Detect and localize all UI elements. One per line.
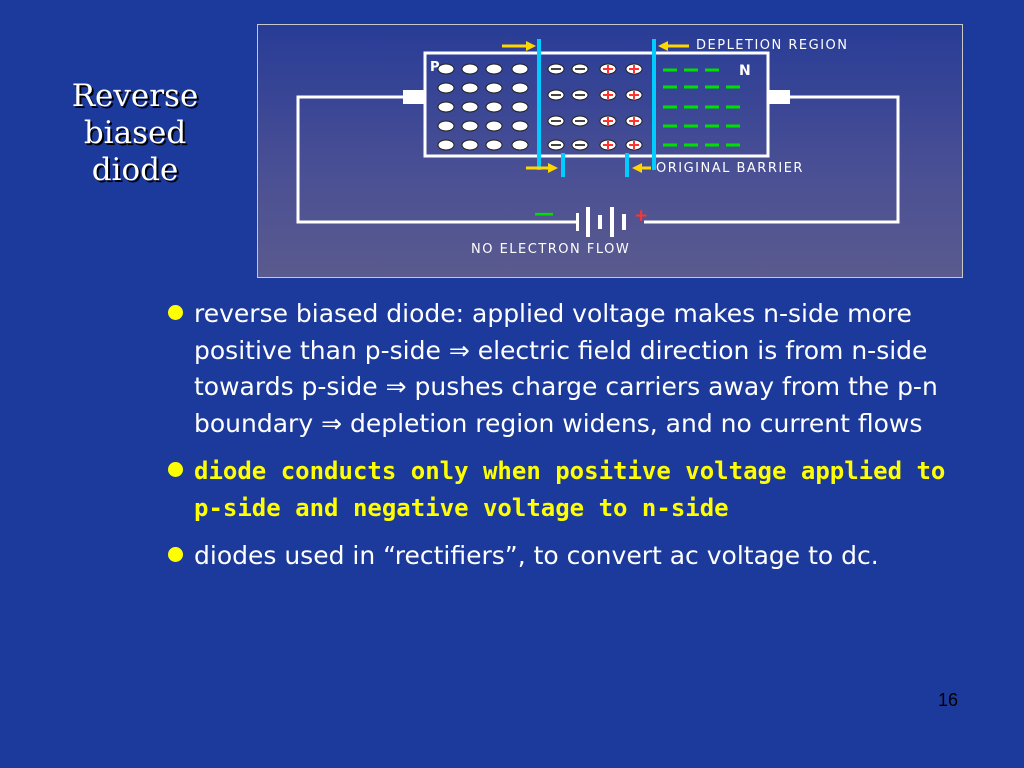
battery-minus: — xyxy=(534,201,554,225)
page-number: 16 xyxy=(938,690,959,710)
battery-plus: + xyxy=(634,206,648,226)
depletion-arrows xyxy=(502,41,689,51)
bullet-rectifiers: diodes used in “rectifiers”, to convert … xyxy=(162,538,952,575)
battery-icon xyxy=(576,207,626,237)
diode-body xyxy=(423,51,770,158)
bullet-text: diode conducts only when positive voltag… xyxy=(194,457,946,522)
n-label: N xyxy=(739,63,751,79)
free-electrons xyxy=(663,68,740,147)
original-barrier-label: ORIGINAL BARRIER xyxy=(656,161,804,176)
circuit-wires xyxy=(296,95,900,224)
p-terminal xyxy=(403,90,425,104)
bullet-dot-icon xyxy=(168,305,183,320)
title-line-2: biased xyxy=(83,115,187,151)
bullet-text: diodes used in “rectifiers”, to convert … xyxy=(194,541,879,570)
original-barrier-lines xyxy=(561,153,629,177)
bullet-dot-icon xyxy=(168,547,183,562)
no-electron-flow-label: NO ELECTRON FLOW xyxy=(471,242,630,257)
depletion-boundaries xyxy=(537,39,656,170)
bullet-dot-icon xyxy=(168,462,183,477)
positive-ions xyxy=(599,63,643,151)
holes xyxy=(437,63,529,151)
barrier-arrows xyxy=(526,163,651,173)
title-line-1: Reverse xyxy=(71,78,199,114)
depletion-region-label: DEPLETION REGION xyxy=(696,38,849,53)
bullet-text: reverse biased diode: applied voltage ma… xyxy=(194,299,938,438)
bullet-reverse-bias: reverse biased diode: applied voltage ma… xyxy=(162,296,952,442)
bullet-list: reverse biased diode: applied voltage ma… xyxy=(162,296,952,586)
negative-ions xyxy=(547,63,589,151)
n-terminal xyxy=(768,90,790,104)
p-label: P xyxy=(430,60,440,75)
title-line-3: diode xyxy=(91,152,179,188)
reverse-bias-diagram: P N xyxy=(257,24,963,278)
bullet-conduction-rule: diode conducts only when positive voltag… xyxy=(162,453,952,527)
slide-title: Reverse biased diode xyxy=(40,78,230,189)
